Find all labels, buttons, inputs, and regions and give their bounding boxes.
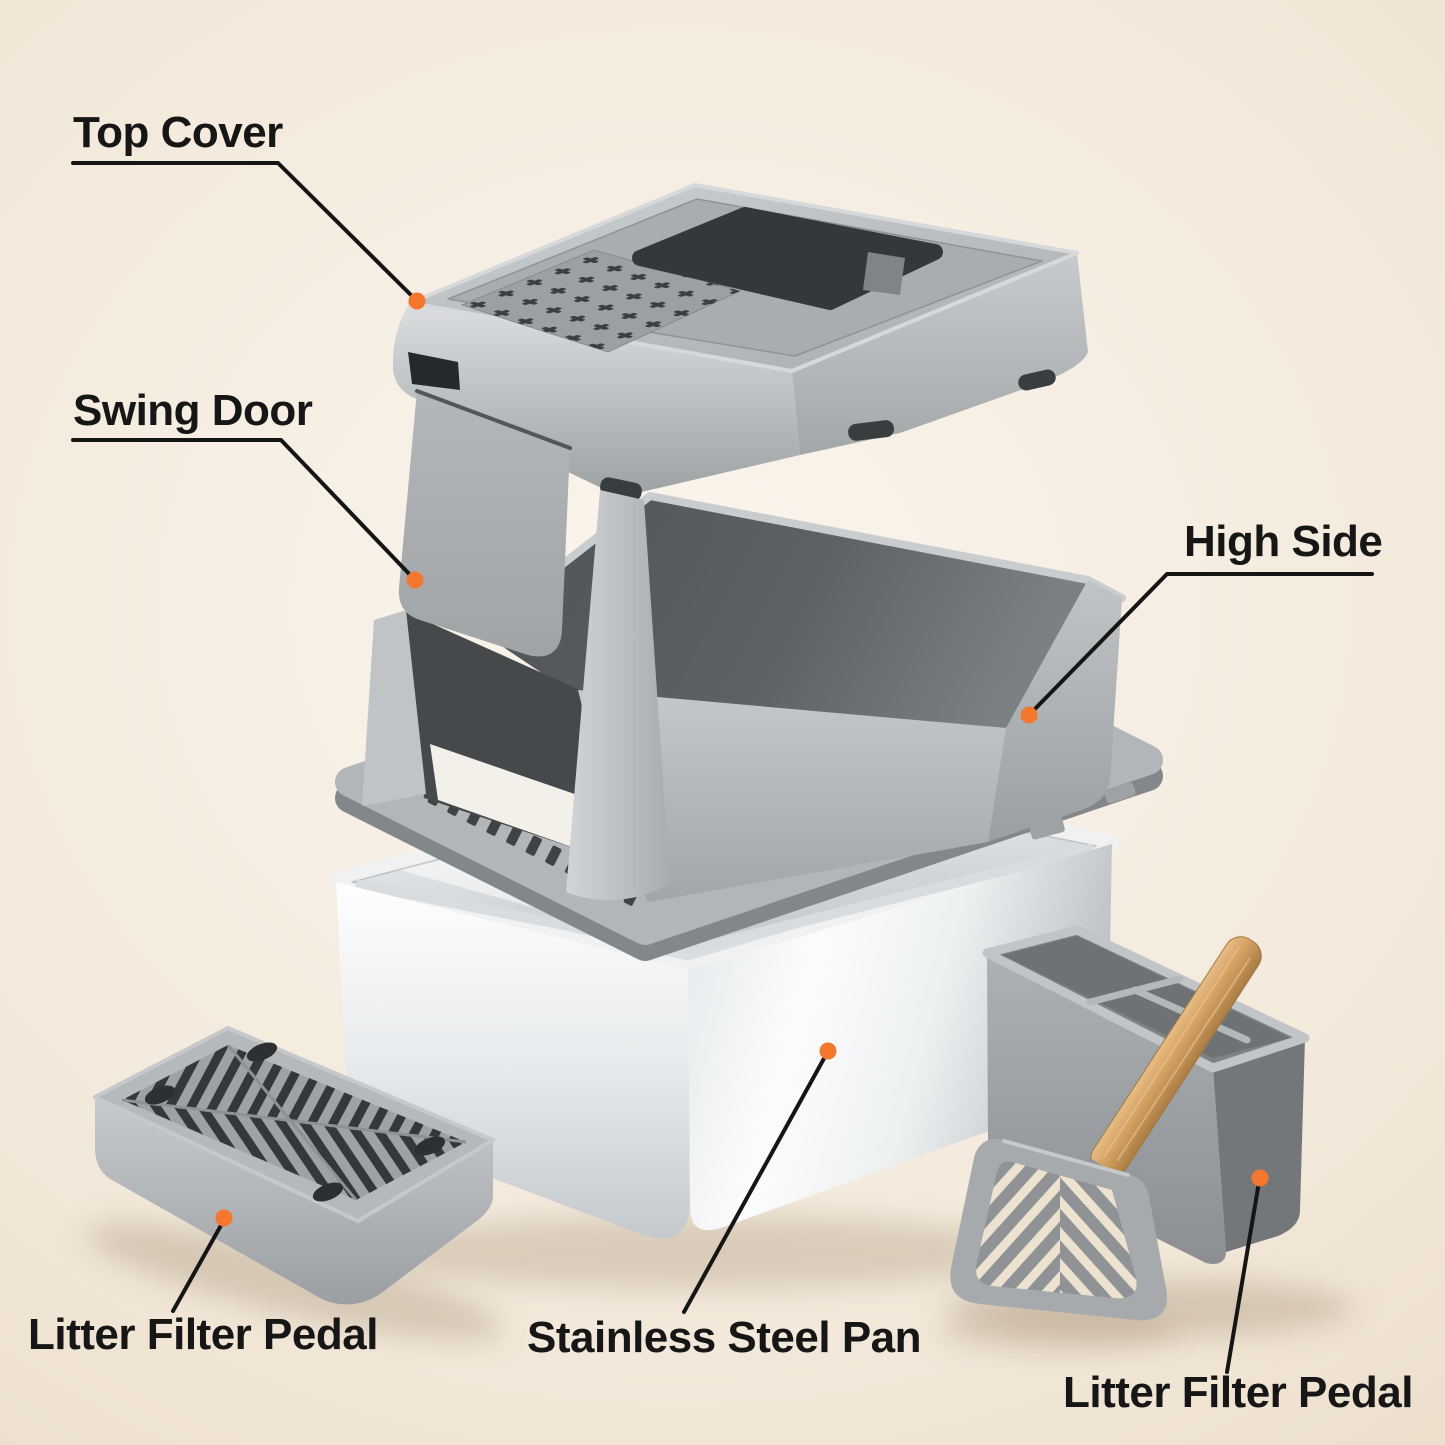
high-side-latch [1029, 816, 1065, 840]
top-cover-right-face [792, 253, 1088, 455]
high-side-front-wall [578, 690, 1006, 902]
dot-pedal-left [215, 1209, 233, 1227]
litter-filter-pedal-left-illustration [93, 1026, 495, 1305]
pedal-corner-hole [414, 1136, 446, 1156]
pedal-grill-stripes-bottom [122, 1100, 466, 1200]
high-side-illustration [335, 490, 1163, 961]
swing-door-hinge-seam [415, 389, 572, 450]
callout-dots [215, 292, 1269, 1227]
leader-pedal-right [1225, 1180, 1261, 1374]
high-side-corner-post [566, 490, 670, 901]
callout-leaders [71, 161, 1374, 1374]
pedal-corner-hole [246, 1042, 278, 1062]
high-side-left-post [362, 610, 426, 806]
litter-scoop-illustration [950, 936, 1262, 1321]
caddy-front-face [987, 953, 1226, 1264]
top-cover-hinge-bracket [408, 352, 460, 390]
top-cover-illustration [392, 183, 1088, 501]
dot-swing-door [406, 571, 424, 589]
label-high-side: High Side [1184, 517, 1383, 566]
leader-pedal-left [171, 1218, 226, 1313]
pan-interior-wall-line [355, 843, 1096, 955]
swing-door-plate [398, 390, 570, 657]
dot-high-side [1020, 706, 1038, 724]
high-side-right-wall [988, 580, 1122, 842]
dot-pedal-right [1251, 1169, 1269, 1187]
leader-high-side [1028, 572, 1374, 716]
leader-top-cover [71, 161, 419, 303]
top-cover-foot [1018, 369, 1056, 391]
label-swing-door: Swing Door [73, 386, 313, 435]
label-top-cover: Top Cover [73, 108, 283, 157]
top-cover-opening [632, 207, 943, 310]
leader-pan [682, 1051, 829, 1314]
pedal-side [95, 1097, 493, 1305]
top-cover-foot [848, 420, 895, 441]
pan-right-face [688, 844, 1112, 1231]
pedal-corner-hole [312, 1182, 344, 1202]
top-cover-latch-tab [863, 252, 905, 295]
label-stainless-steel-pan: Stainless Steel Pan [527, 1313, 922, 1362]
label-litter-filter-pedal-right: Litter Filter Pedal [1063, 1368, 1413, 1417]
scoop-handle-grain [1103, 946, 1251, 1162]
leader-swing-door [71, 438, 416, 581]
pedal-grill-stripes-top [122, 1045, 466, 1142]
top-cover-front-face [392, 303, 800, 497]
pedal-corner-hole [144, 1085, 176, 1105]
pedal-grill-seam [121, 1044, 467, 1201]
caddy-right-face [1213, 1038, 1305, 1252]
swing-door-illustration [398, 389, 572, 657]
dot-pan [819, 1042, 837, 1060]
high-side-doorway-light [430, 744, 592, 852]
label-litter-filter-pedal-left: Litter Filter Pedal [28, 1310, 378, 1359]
top-cover-grate-holes [462, 250, 740, 352]
scoop-head-rim-highlight [1002, 1139, 1130, 1177]
high-side-latch [1104, 782, 1136, 804]
dot-top-cover [408, 292, 426, 310]
